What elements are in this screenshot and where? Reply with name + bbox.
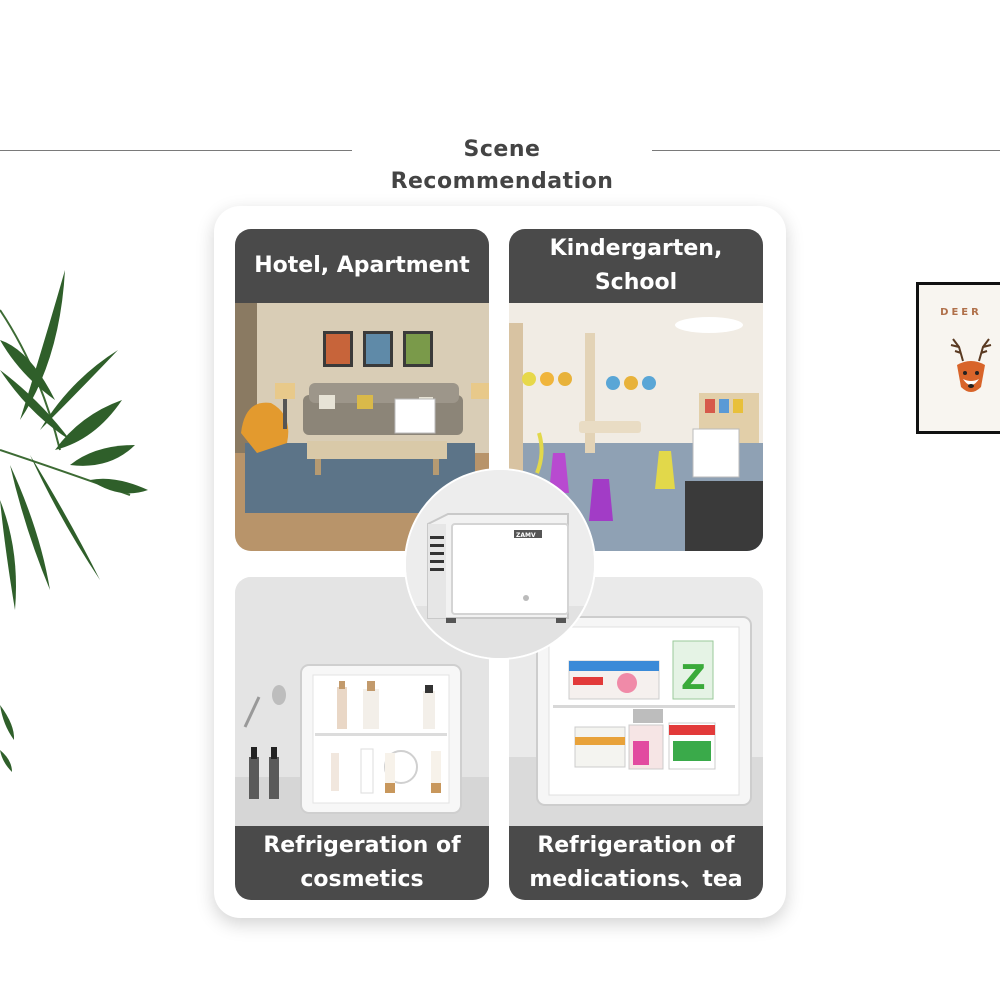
heading-rule-left xyxy=(0,150,352,151)
mini-fridge-product-image: ZAMV xyxy=(406,470,594,658)
deer-picture-frame: DEER xyxy=(916,282,1000,434)
frame-text: DEER xyxy=(940,307,982,318)
leaf-decoration xyxy=(0,250,150,790)
svg-text:Z: Z xyxy=(681,658,706,698)
scene-label-kindergarten: Kindergarten, School xyxy=(509,229,763,303)
scene-panel-kindergarten: Kindergarten, School xyxy=(509,229,763,551)
scene-card: Hotel, Apartment K xyxy=(214,206,786,918)
deer-icon xyxy=(950,338,992,392)
cosmetics-fridge-image xyxy=(235,577,489,826)
scene-label-medications: Refrigeration of medications、tea xyxy=(509,826,763,900)
kindergarten-image xyxy=(509,303,763,551)
scene-label-cosmetics: Refrigeration of cosmetics xyxy=(235,826,489,900)
scene-panel-hotel: Hotel, Apartment xyxy=(235,229,489,551)
section-heading: Scene Recommendation xyxy=(390,137,614,194)
heading-rule-right xyxy=(652,150,1000,151)
scene-panel-cosmetics: Refrigeration of cosmetics xyxy=(235,577,489,900)
scene-label-hotel: Hotel, Apartment xyxy=(235,229,489,303)
fridge-badge: ZAMV xyxy=(516,532,536,539)
